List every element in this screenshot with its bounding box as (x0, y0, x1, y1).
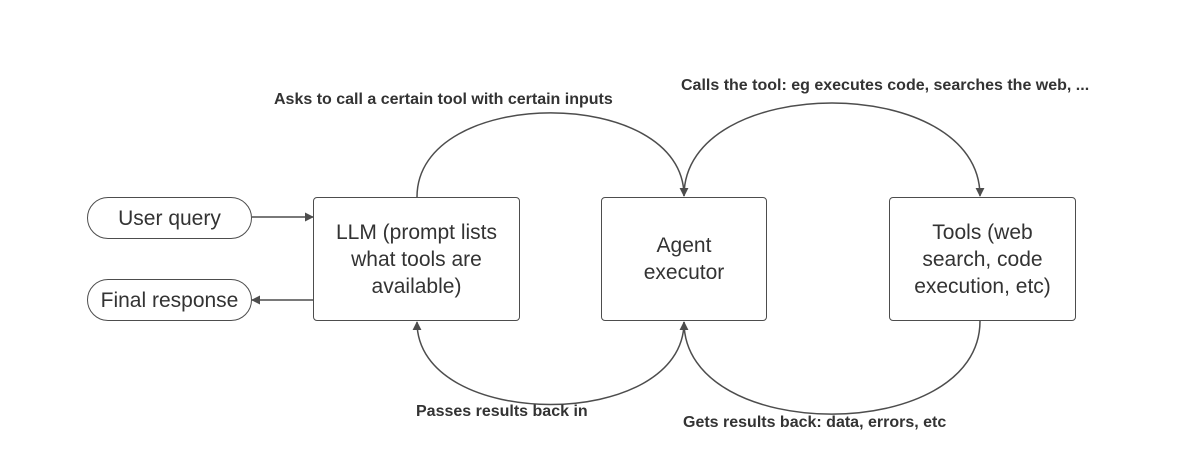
tools-node: Tools (web search, code execution, etc) (889, 197, 1076, 321)
llm-label: LLM (prompt lists what tools are availab… (335, 220, 498, 298)
user-query-node: User query (87, 197, 252, 239)
agent-executor-node: Agent executor (601, 197, 767, 321)
edge-label-results-back: Gets results back: data, errors, etc (683, 414, 947, 431)
final-response-label: Final response (100, 288, 239, 312)
edge-agent-executor-to-llm (412, 321, 685, 406)
user-query-label: User query (118, 206, 221, 230)
edge-tools-to-agent-executor (679, 320, 981, 415)
tools-label: Tools (web search, code execution, etc) (914, 220, 1051, 298)
edge-label-call-tool: Calls the tool: eg executes code, search… (681, 77, 1090, 94)
edge-llm-to-agent-executor (416, 112, 689, 198)
edge-agent-executor-to-tools (683, 102, 985, 197)
edge-label-ask-tool: Asks to call a certain tool with certain… (274, 91, 613, 108)
agent-executor-label: Agent executor (643, 234, 725, 284)
edge-label-passes-back: Passes results back in (416, 403, 588, 420)
llm-node: LLM (prompt lists what tools are availab… (313, 197, 520, 321)
final-response-node: Final response (87, 279, 252, 321)
